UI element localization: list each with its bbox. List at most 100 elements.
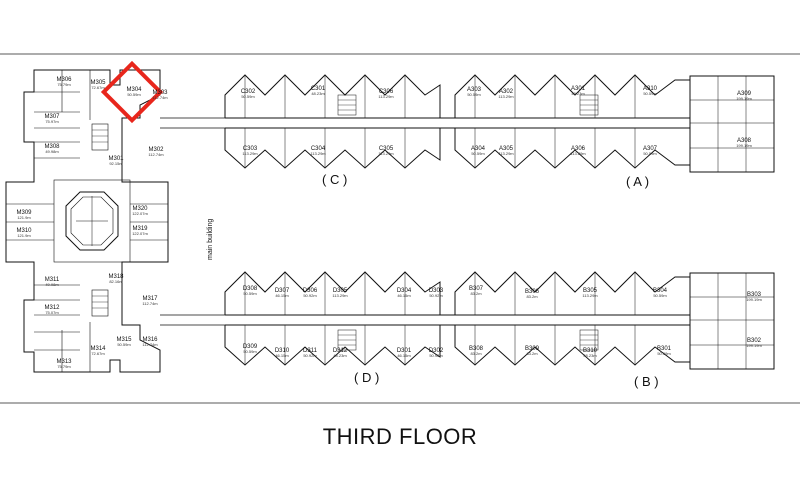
unit-area-m320: 122.07m xyxy=(132,211,148,216)
unit-area-m302: 112.74m xyxy=(148,152,164,157)
unit-label-d307: D307 xyxy=(275,288,290,294)
unit-label-a308: A308 xyxy=(737,138,752,144)
unit-label-d301: D301 xyxy=(397,348,412,354)
unit-label-a303: A303 xyxy=(467,87,482,93)
unit-label-d308: D308 xyxy=(243,286,258,292)
unit-label-m316: M316 xyxy=(142,337,158,343)
highlight-marker xyxy=(100,60,164,124)
unit-label-b303: B303 xyxy=(747,292,762,298)
unit-label-m314: M314 xyxy=(90,346,106,352)
unit-label-a304: A304 xyxy=(471,146,486,152)
unit-label-a305: A305 xyxy=(499,146,514,152)
unit-label-m320: M320 xyxy=(132,206,148,212)
unit-area-d303: 50.92m xyxy=(429,293,443,298)
unit-label-m303: M303 xyxy=(152,90,168,96)
unit-label-a302: A302 xyxy=(499,89,514,95)
unit-area-c306: 113.29m xyxy=(378,94,394,99)
unit-area-c303: 113.29m xyxy=(242,151,258,156)
unit-label-d305: D305 xyxy=(333,288,348,294)
unit-area-m305: 72.67m xyxy=(91,85,105,90)
unit-label-c304: C304 xyxy=(311,146,326,152)
unit-area-a301: 48.23m xyxy=(571,91,585,96)
unit-area-m314: 72.67m xyxy=(91,351,105,356)
unit-label-m312: M312 xyxy=(44,305,60,311)
unit-area-d306: 50.92m xyxy=(303,293,317,298)
unit-area-b307: 83.2m xyxy=(470,291,482,296)
unit-area-m312: 75.07m xyxy=(45,310,59,315)
unit-label-m308: M308 xyxy=(44,144,60,150)
wing-label-c: ( C ) xyxy=(322,172,347,187)
unit-label-b301: B301 xyxy=(657,346,672,352)
unit-label-m311: M311 xyxy=(45,277,60,283)
unit-label-d310: D310 xyxy=(275,348,290,354)
unit-label-a309: A309 xyxy=(737,91,752,97)
unit-label-m317: M317 xyxy=(142,296,158,302)
unit-area-m311: 49.98m xyxy=(45,282,59,287)
unit-area-d311: 50.92m xyxy=(303,353,317,358)
unit-label-b309: B309 xyxy=(525,346,540,352)
main-building-outline xyxy=(5,69,225,373)
unit-area-a305: 113.29m xyxy=(498,151,514,156)
unit-label-b306: B306 xyxy=(525,289,540,295)
unit-label-d306: D306 xyxy=(303,288,318,294)
unit-label-c305: C305 xyxy=(379,146,394,152)
unit-label-d304: D304 xyxy=(397,288,412,294)
unit-label-a301: A301 xyxy=(571,86,586,92)
unit-label-m305: M305 xyxy=(90,80,106,86)
unit-label-m310: M310 xyxy=(16,228,32,234)
bottom-wing-outline xyxy=(224,271,775,370)
unit-label-m307: M307 xyxy=(44,114,60,120)
unit-area-d307: 46.15m xyxy=(275,293,289,298)
unit-area-m307: 75.97m xyxy=(45,119,59,124)
unit-area-m315: 50.59m xyxy=(117,342,131,347)
unit-label-a310: A310 xyxy=(643,86,658,92)
unit-label-c306: C306 xyxy=(379,89,394,95)
unit-area-a308: 199.19m xyxy=(736,143,752,148)
unit-area-b306: 83.2m xyxy=(526,294,538,299)
unit-area-a302: 113.29m xyxy=(498,94,514,99)
wing-label-d: ( D ) xyxy=(354,370,379,385)
unit-area-m301: 92.15m xyxy=(109,161,123,166)
unit-area-b301: 50.59m xyxy=(657,351,671,356)
unit-area-c301: 48.23m xyxy=(311,91,325,96)
unit-area-b308: 83.2m xyxy=(470,351,482,356)
unit-area-m306: 75.79m xyxy=(57,82,71,87)
unit-area-b305: 113.29m xyxy=(582,293,598,298)
unit-label-m304: M304 xyxy=(126,87,142,93)
unit-label-b302: B302 xyxy=(747,338,762,344)
unit-label-m318: M318 xyxy=(108,274,124,280)
unit-label-m309: M309 xyxy=(16,210,32,216)
unit-label-m313: M313 xyxy=(56,359,72,365)
unit-label-d312: D312 xyxy=(333,348,348,354)
unit-area-a307: 50.59m xyxy=(643,151,657,156)
unit-label-m319: M319 xyxy=(132,226,148,232)
unit-area-c305: 113.29m xyxy=(378,151,394,156)
unit-area-b310: 48.23m xyxy=(583,353,597,358)
unit-area-b304: 50.59m xyxy=(653,293,667,298)
wing-label-b: ( B ) xyxy=(634,374,659,389)
unit-label-d311: D311 xyxy=(303,348,318,354)
unit-area-m319: 122.07m xyxy=(132,231,148,236)
unit-area-m304: 50.59m xyxy=(127,92,141,97)
unit-label-b305: B305 xyxy=(583,288,598,294)
unit-area-m318: 82.16m xyxy=(109,279,123,284)
unit-area-c302: 50.59m xyxy=(241,94,255,99)
unit-label-c301: C301 xyxy=(311,86,326,92)
unit-area-m308: 49.98m xyxy=(45,149,59,154)
unit-label-d309: D309 xyxy=(243,344,258,350)
unit-area-d301: 46.15m xyxy=(397,353,411,358)
unit-area-d304: 46.15m xyxy=(397,293,411,298)
unit-area-m303: 112.74m xyxy=(152,95,168,100)
unit-label-b308: B308 xyxy=(469,346,484,352)
unit-label-b310: B310 xyxy=(583,348,598,354)
unit-area-b309: 83.2m xyxy=(526,351,538,356)
unit-area-d310: 46.15m xyxy=(275,353,289,358)
unit-label-d302: D302 xyxy=(429,348,444,354)
unit-area-c304: 113.29m xyxy=(310,151,326,156)
unit-area-a303: 50.59m xyxy=(467,92,481,97)
unit-area-a304: 50.59m xyxy=(471,151,485,156)
unit-area-a306: 113.29m xyxy=(570,151,586,156)
unit-area-a309: 199.19m xyxy=(736,96,752,101)
floor-title: THIRD FLOOR xyxy=(322,424,478,449)
unit-area-d312: 48.23m xyxy=(333,353,347,358)
